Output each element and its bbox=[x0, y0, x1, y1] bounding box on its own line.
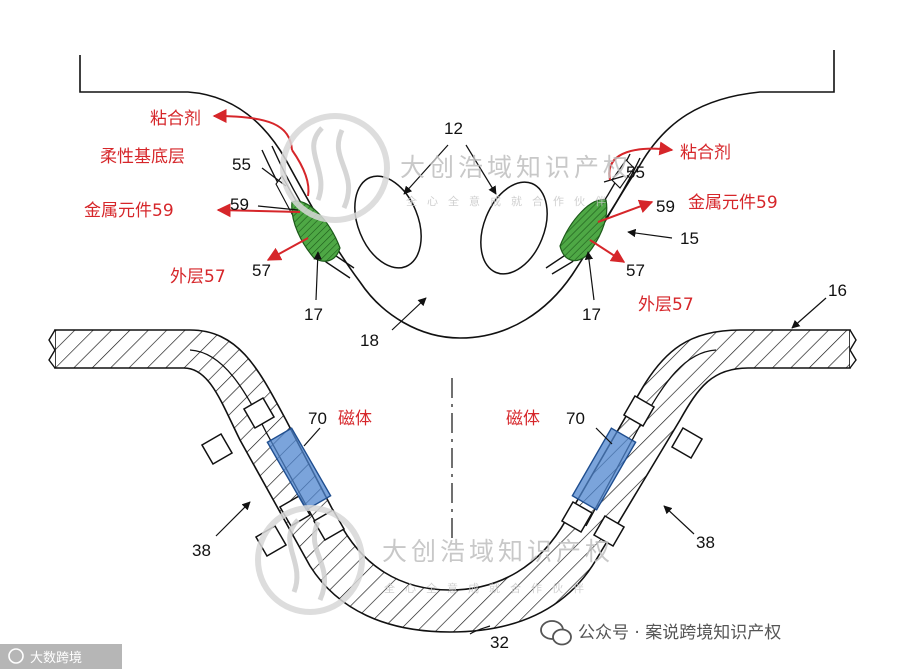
label-12: 12 bbox=[444, 119, 463, 138]
inner-liner-left bbox=[189, 349, 323, 535]
label-59-left: 59 bbox=[230, 195, 249, 214]
wechat-icon bbox=[540, 620, 572, 646]
arrow-outer-right bbox=[589, 239, 626, 263]
leader-17-right bbox=[584, 251, 595, 301]
footer-corner: 大数跨境 bbox=[30, 651, 82, 666]
label-38-left: 38 bbox=[192, 541, 211, 560]
metal-element-right bbox=[559, 199, 608, 262]
label-15: 15 bbox=[680, 229, 699, 248]
adhesive-layer-right bbox=[611, 159, 635, 189]
label-16: 16 bbox=[828, 281, 847, 300]
label-17-left: 17 bbox=[304, 305, 323, 324]
label-70-left: 70 bbox=[308, 409, 327, 428]
corner-badge bbox=[0, 644, 122, 669]
metal-element-left bbox=[291, 200, 341, 262]
coil-left bbox=[354, 175, 422, 269]
watermark-logo-icon bbox=[280, 113, 390, 223]
watermark-sub-bottom: 全心全意成就合作伙伴 bbox=[384, 581, 594, 595]
leader-32 bbox=[469, 625, 491, 635]
label-59-right: 59 bbox=[656, 197, 675, 216]
coil-right bbox=[480, 181, 548, 275]
leader-59-left bbox=[257, 205, 299, 211]
annot-adhesive-left: 粘合剂 bbox=[150, 109, 201, 129]
footer: 公众号 · 案说跨境知识产权 大数跨境 bbox=[0, 620, 781, 669]
watermark-main-bottom: 大创浩域知识产权 bbox=[382, 537, 614, 566]
leader-12-b bbox=[465, 144, 497, 195]
label-55-right: 55 bbox=[626, 163, 645, 182]
label-32: 32 bbox=[490, 633, 509, 652]
annot-flex-substrate-left: 柔性基底层 bbox=[100, 147, 185, 167]
upper-figure bbox=[79, 50, 835, 339]
leader-16 bbox=[791, 297, 827, 329]
device-housing-outline bbox=[79, 50, 835, 339]
clamp-38-right bbox=[560, 394, 704, 548]
leader-18 bbox=[391, 297, 427, 331]
watermark-sub-top: 全心全意成就合作伙伴 bbox=[406, 194, 616, 208]
label-57-left: 57 bbox=[252, 261, 271, 280]
arrow-adhesive-left bbox=[212, 109, 293, 151]
lower-figure bbox=[48, 297, 857, 635]
annot-outer-left: 外层57 bbox=[170, 267, 226, 287]
annotations: 粘合剂 柔性基底层 金属元件59 外层57 粘合剂 金属元件59 外层57 磁体… bbox=[84, 109, 778, 429]
reference-numbers: 12 15 16 17 17 18 32 38 38 55 55 57 57 5… bbox=[192, 119, 847, 652]
leader-15 bbox=[627, 228, 673, 239]
annot-adhesive-right: 粘合剂 bbox=[680, 143, 731, 163]
leader-17-left bbox=[313, 251, 322, 301]
arrow-flex-left bbox=[291, 149, 310, 197]
watermark-logo-icon-2 bbox=[255, 505, 365, 615]
label-57-right: 57 bbox=[626, 261, 645, 280]
annot-outer-right: 外层57 bbox=[638, 295, 694, 315]
annot-magnet-left: 磁体 bbox=[338, 409, 372, 429]
label-55-left: 55 bbox=[232, 155, 251, 174]
arrow-adhesive-right bbox=[608, 141, 674, 181]
annot-metal-right: 金属元件59 bbox=[688, 193, 778, 213]
watermark-main-top: 大创浩域知识产权 bbox=[400, 153, 632, 182]
magnet-70-left bbox=[266, 427, 332, 511]
leader-55-left bbox=[261, 167, 287, 187]
label-70-right: 70 bbox=[566, 409, 585, 428]
leader-55-right bbox=[603, 175, 625, 183]
leader-70-right bbox=[595, 427, 613, 445]
arrow-metal-left bbox=[216, 203, 301, 218]
footer-channel: 公众号 · 案说跨境知识产权 bbox=[578, 623, 781, 643]
arrow-metal-right bbox=[597, 199, 654, 223]
corner-logo-icon bbox=[8, 648, 24, 664]
arrow-outer-left bbox=[266, 237, 309, 261]
leader-38-right bbox=[663, 505, 695, 535]
label-18: 18 bbox=[360, 331, 379, 350]
magnet-70-right bbox=[571, 427, 637, 511]
leader-38-left bbox=[215, 501, 251, 537]
watermark-top: 大创浩域知识产权 全心全意成就合作伙伴 bbox=[280, 113, 632, 223]
annot-magnet-right: 磁体 bbox=[506, 409, 540, 429]
leader-70-left bbox=[303, 427, 321, 447]
leader-12-a bbox=[403, 144, 449, 195]
label-17-right: 17 bbox=[582, 305, 601, 324]
label-38-right: 38 bbox=[696, 533, 715, 552]
watermark-bottom: 大创浩域知识产权 全心全意成就合作伙伴 bbox=[255, 505, 614, 615]
annot-metal-left: 金属元件59 bbox=[84, 201, 174, 221]
